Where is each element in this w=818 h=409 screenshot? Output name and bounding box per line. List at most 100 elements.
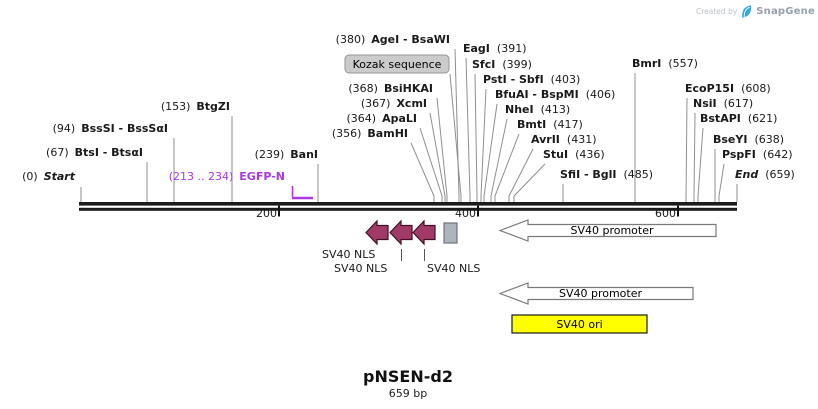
leader-line-agei-bsawi [454, 48, 460, 202]
site-position: (239) [254, 148, 285, 161]
site-position: (380) [335, 33, 366, 46]
site-position: (367) [360, 97, 391, 110]
leader-line-bfuai-bspmi [483, 103, 498, 202]
site-name: BamHI [367, 127, 408, 140]
feature-sv40-nls-2[interactable] [389, 219, 413, 246]
leader-line-bstapi [697, 127, 704, 202]
site-name: PstI - SbfI [483, 73, 544, 86]
site-name: NsiI [693, 97, 717, 110]
site-name: XcmI [396, 97, 427, 110]
feature-kozak-sequence-leader [449, 73, 462, 202]
leader-line-nsii [693, 112, 696, 202]
site-name: BssSI - BssSαI [81, 122, 168, 135]
site-position: (638) [754, 133, 785, 146]
site-name: PspFI [722, 148, 756, 161]
feature-label-sv40-promoter[interactable]: SV40 promoter [570, 224, 654, 237]
credit-brand-text: SnapGene [756, 6, 815, 17]
site-position: (485) [623, 168, 654, 181]
enzyme-site-label-eagi[interactable]: EagI(391) [463, 42, 527, 55]
enzyme-site-label-ecop15i[interactable]: EcoP15I(608) [685, 82, 771, 95]
site-position: (436) [575, 148, 605, 161]
site-position: (0) [22, 170, 38, 183]
plasmid-name: pNSEN-d2 [363, 367, 453, 386]
enzyme-site-label-sfii-bgli[interactable]: SfiI - BglI (485) [560, 168, 653, 181]
feature-label-sv40-promoter[interactable]: SV40 promoter [558, 287, 643, 300]
site-position: (557) [668, 57, 698, 70]
site-position: (659) [765, 168, 795, 181]
site-name: BsiHKAI [383, 82, 433, 95]
enzyme-site-label-egfp-n[interactable]: (213 .. 234)EGFP-N [169, 170, 285, 183]
enzyme-site-label-bsihkai[interactable]: (368) BsiHKAI [348, 82, 433, 95]
feature-label-sv40-nls-2[interactable]: SV40 NLS [334, 262, 388, 275]
feature-label-kozak-sequence[interactable]: Kozak sequence [352, 57, 442, 71]
enzyme-site-label-bsssi-bsss-i[interactable]: (94)BssSI - BssSαI [53, 122, 168, 135]
enzyme-site-label-sfci[interactable]: SfcI(399) [472, 58, 532, 71]
enzyme-site-label-agei-bsawi[interactable]: (380) AgeI - BsaWI [336, 33, 450, 46]
site-name: BtsI - BtsαI [74, 146, 143, 159]
feature-label-sv40-nls-1[interactable]: SV40 NLS [322, 248, 376, 261]
site-name: BanI [290, 148, 318, 161]
site-position: (364) [346, 112, 377, 125]
leader-line-sfci [474, 73, 478, 202]
ruler-tick-label: 200 [256, 207, 277, 220]
enzyme-site-label-apali[interactable]: (364)ApaLI [346, 112, 417, 125]
feature-small-feature-box[interactable] [443, 222, 458, 244]
site-position: (417) [553, 118, 583, 131]
enzyme-site-label-bseyi[interactable]: BseYI (638) [713, 133, 784, 146]
site-position: (391) [496, 42, 527, 55]
feature-kozak-sequence-box[interactable] [344, 54, 450, 74]
enzyme-site-label-btgzi[interactable]: (153)BtgZI [161, 100, 230, 113]
site-name: BseYI [713, 133, 748, 146]
site-position: (368) [348, 82, 378, 95]
snapgene-credit: Created by SnapGene [696, 5, 815, 18]
site-position: (621) [747, 112, 778, 125]
leader-line-bmti [494, 133, 520, 202]
feature-label-sv40-ori[interactable]: SV40 ori [556, 317, 603, 331]
ruler-tick-label: 400 [455, 207, 476, 220]
site-name: NheI [505, 103, 534, 116]
leader-line-avrii [508, 148, 534, 202]
enzyme-site-label-bani[interactable]: (239) BanI [255, 148, 318, 161]
leader-line-nhei [490, 118, 508, 202]
enzyme-site-label-end[interactable]: End (659) [735, 168, 795, 181]
plasmid-length: 659 bp [388, 387, 428, 400]
enzyme-site-label-bmti[interactable]: BmtI(417) [517, 118, 583, 131]
sequence-line-top [79, 202, 737, 206]
feature-label-sv40-nls-3[interactable]: SV40 NLS [427, 262, 481, 275]
enzyme-site-label-nhei[interactable]: NheI(413) [505, 103, 570, 116]
site-name: BmrI [632, 57, 662, 70]
enzyme-site-label-nsii[interactable]: NsiI(617) [693, 97, 753, 110]
enzyme-site-label-btsi-bts-i[interactable]: (67) BtsI - BtsαI [46, 146, 143, 159]
site-position: (67) [46, 146, 69, 159]
enzyme-site-label-avrii[interactable]: AvrII(431) [531, 133, 597, 146]
site-name: BstAPI [700, 112, 741, 125]
feature-sv40-promoter-2[interactable] [498, 282, 694, 305]
site-name: AgeI - BsaWI [371, 33, 450, 46]
enzyme-site-label-bfuai-bspmi[interactable]: BfuAI - BspMI (406) [495, 88, 615, 101]
site-position: (406) [585, 88, 616, 101]
site-name: StuI [543, 148, 569, 161]
feature-sv40-nls-3[interactable] [412, 219, 436, 246]
enzyme-site-label-xcmi[interactable]: (367) XcmI [361, 97, 427, 110]
enzyme-site-label-pspfi[interactable]: PspFI(642) [722, 148, 793, 161]
site-position: (431) [566, 133, 597, 146]
enzyme-site-label-bmri[interactable]: BmrI (557) [632, 57, 698, 70]
site-name: BfuAI - BspMI [495, 88, 579, 101]
enzyme-site-label-stui[interactable]: StuI (436) [543, 148, 605, 161]
site-name: SfiI - BglI [560, 168, 617, 181]
ruler-tick-label: 600 [655, 207, 676, 220]
sequence-line-bottom [79, 207, 737, 211]
feature-sv40-ori[interactable] [511, 314, 648, 334]
site-position: (399) [502, 58, 532, 71]
leader-line-pspfi [718, 163, 725, 202]
enzyme-site-label-start[interactable]: (0)Start [22, 170, 75, 183]
enzyme-site-label-psti-sbfi[interactable]: PstI - SbfI(403) [483, 73, 580, 86]
site-position: (356) [331, 127, 362, 140]
enzyme-site-label-bstapi[interactable]: BstAPI (621) [700, 112, 777, 125]
feature-sv40-nls-1[interactable] [365, 219, 389, 246]
site-name: End [735, 168, 759, 181]
feature-sv40-promoter-1[interactable] [498, 219, 717, 242]
enzyme-site-label-bamhi[interactable]: (356) BamHI [332, 127, 408, 140]
